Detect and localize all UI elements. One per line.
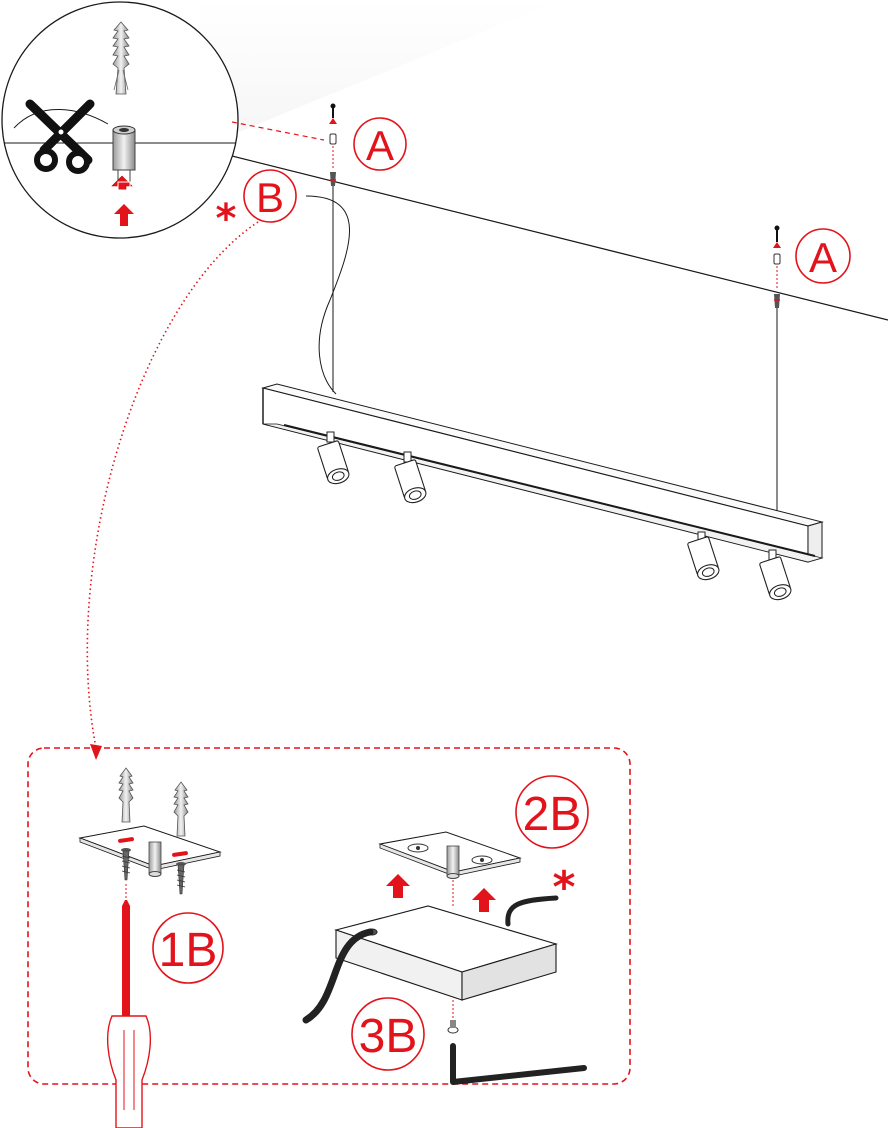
- wall-plug-icon: [112, 21, 130, 95]
- power-cable-in: [302, 928, 374, 1024]
- clip-icon: [111, 175, 133, 191]
- luminaire-bar: [261, 383, 824, 563]
- label-2b: 2B: [515, 775, 589, 849]
- leader-line-detail: [231, 121, 325, 141]
- spotlight-1: [317, 431, 350, 485]
- set-screw: [447, 1000, 459, 1034]
- label-3b: 3B: [351, 997, 425, 1071]
- label-a-right: A: [795, 228, 851, 284]
- label-b: B: [243, 169, 297, 223]
- label-1b: 1B: [152, 912, 224, 984]
- spotlight-4: [759, 549, 792, 601]
- spotlight-2: [394, 451, 427, 504]
- leader-curve-b: [86, 221, 259, 749]
- power-cable-out: [505, 895, 559, 927]
- label-2b-text: 2B: [523, 788, 582, 841]
- label-a-left-text: A: [366, 122, 394, 169]
- mounting-plate-1b: [78, 825, 222, 877]
- canopy-box: [334, 905, 558, 1001]
- ceiling: [199, 0, 888, 321]
- suspension-fitting-left: [329, 103, 337, 392]
- up-arrow-icon: [472, 888, 496, 912]
- power-cable: [305, 195, 350, 395]
- spotlight-3: [687, 531, 720, 581]
- ceiling-cup: [112, 125, 136, 183]
- detail-circle: [1, 1, 239, 239]
- leader-arrowhead: [90, 744, 102, 760]
- label-3b-text: 3B: [359, 1010, 418, 1063]
- label-1b-text: 1B: [159, 924, 218, 977]
- up-arrow-icon: [386, 874, 410, 898]
- detail-box: [27, 747, 631, 1085]
- asterisk-b: *: [216, 196, 237, 242]
- asterisk-cable: *: [552, 862, 575, 913]
- scissors-icon: [25, 99, 95, 174]
- screw-icon: [176, 862, 186, 895]
- allen-key: [450, 1043, 587, 1085]
- label-a-right-text: A: [809, 234, 837, 281]
- screw-icon: [121, 848, 131, 881]
- suspension-fitting-right: [773, 225, 781, 524]
- up-arrow-icon: [114, 204, 134, 226]
- screwdriver-icon: [107, 900, 151, 1128]
- mounting-plate-2b: [378, 831, 522, 879]
- label-a-left: A: [353, 117, 407, 171]
- wall-plug-icon: [118, 767, 134, 823]
- label-b-text: B: [256, 174, 284, 221]
- wall-plug-icon: [173, 781, 189, 837]
